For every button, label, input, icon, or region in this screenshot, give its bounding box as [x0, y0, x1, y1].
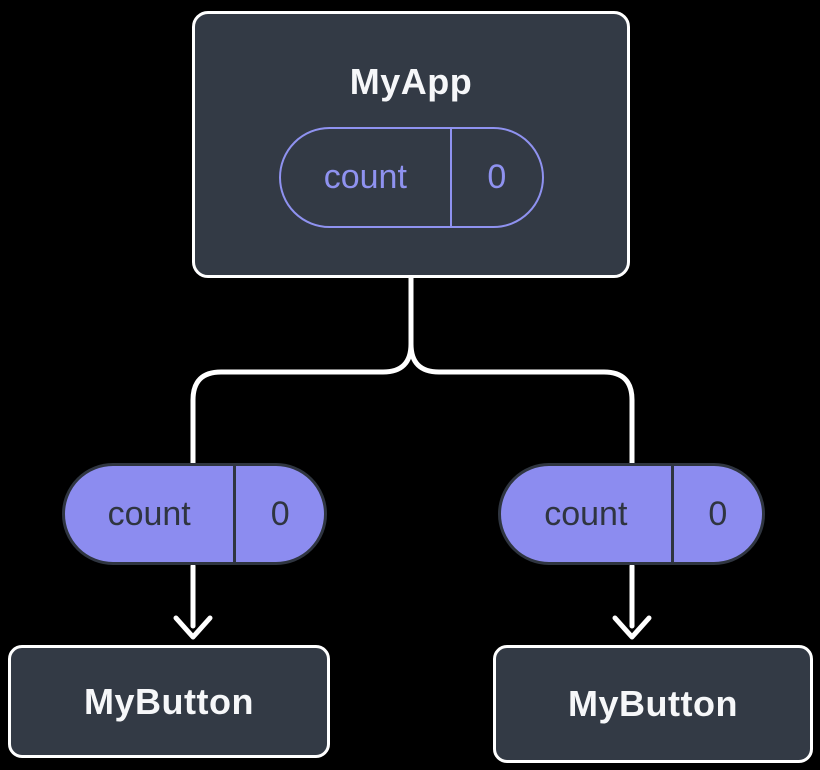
- prop-pill-right: count 0: [498, 463, 765, 565]
- state-pill: count 0: [278, 127, 544, 228]
- node-myapp: MyApp count 0: [192, 11, 630, 278]
- arrow-right-head: [612, 615, 652, 640]
- prop-pill-right-value: 0: [708, 494, 728, 533]
- arrow-left-head: [173, 615, 213, 640]
- node-mybutton-left-label: MyButton: [84, 680, 254, 722]
- prop-pill-left-name: count: [65, 466, 237, 562]
- state-pill-name: count: [281, 129, 453, 226]
- prop-pill-left: count 0: [62, 463, 327, 565]
- prop-pill-left-value: 0: [270, 494, 290, 533]
- state-pill-value: 0: [487, 158, 507, 196]
- connector-root-to-right-child: [408, 275, 635, 466]
- prop-pill-right-name: count: [501, 466, 674, 562]
- node-myapp-label: MyApp: [349, 61, 473, 102]
- arrow-down-icon: [173, 563, 213, 640]
- node-mybutton-right-label: MyButton: [568, 683, 738, 724]
- node-mybutton-right: MyButton: [493, 645, 813, 763]
- node-mybutton-left: MyButton: [8, 645, 330, 758]
- connector-root-to-left-child: [190, 275, 414, 466]
- arrow-down-icon: [612, 563, 652, 640]
